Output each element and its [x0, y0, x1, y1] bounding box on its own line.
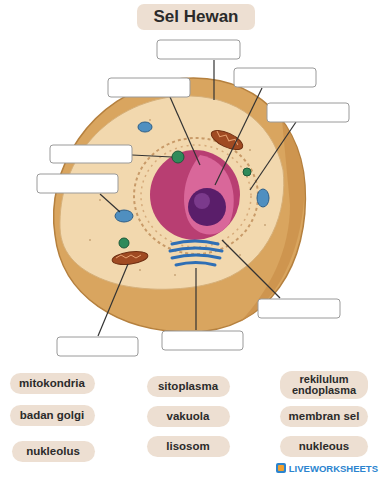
mitochondrion: [111, 250, 148, 267]
word-bank-pill: rekilulum endoplasma: [280, 371, 368, 399]
title-pill: Sel Hewan: [137, 4, 254, 30]
mitochondrion: [209, 126, 246, 153]
vacuole: [257, 189, 269, 207]
word-bank-pill: lisosom: [147, 436, 230, 457]
term-text: membran sel: [288, 410, 360, 423]
term-text: mitokondria: [18, 377, 87, 390]
lysosome: [119, 238, 129, 248]
nucleolus: [188, 188, 226, 226]
lysosome: [243, 168, 251, 176]
word-bank-pill: nukleous: [280, 436, 368, 457]
nucleus-cut: [184, 155, 234, 235]
word-bank-pill: vakuola: [147, 406, 230, 427]
endoplasmic-reticulum-inner: [141, 145, 251, 247]
title-text: Sel Hewan: [153, 7, 238, 27]
word-bank-pill: sitoplasma: [147, 376, 230, 397]
word-bank-pill: nukleolus: [12, 441, 95, 462]
watermark-icon: [275, 462, 287, 474]
term-text: sitoplasma: [155, 380, 222, 393]
nucleus: [150, 150, 240, 240]
mitochondrion-cristae: [116, 255, 141, 258]
term-text: badan golgi: [18, 409, 87, 422]
cytoplasm-dots: [89, 119, 266, 276]
term-text: nukleolus: [20, 445, 87, 458]
term-text: lisosom: [155, 440, 222, 453]
term-text: nukleous: [288, 440, 360, 453]
vacuole: [115, 210, 133, 222]
leader-lines: [98, 60, 296, 336]
vacuole: [138, 122, 152, 132]
word-bank-pill: membran sel: [280, 406, 368, 427]
golgi-body: [170, 241, 222, 265]
nucleolus-highlight: [194, 193, 210, 209]
watermark-text: LIVEWORKSHEETS: [289, 463, 378, 474]
word-bank-pill: mitokondria: [10, 373, 95, 394]
term-text: vakuola: [155, 410, 222, 423]
word-bank-pill: badan golgi: [10, 405, 95, 426]
answer-boxes: [37, 40, 349, 356]
term-text: rekilulum endoplasma: [286, 374, 362, 396]
lysosome: [172, 151, 184, 163]
watermark: LIVEWORKSHEETS: [275, 462, 378, 474]
